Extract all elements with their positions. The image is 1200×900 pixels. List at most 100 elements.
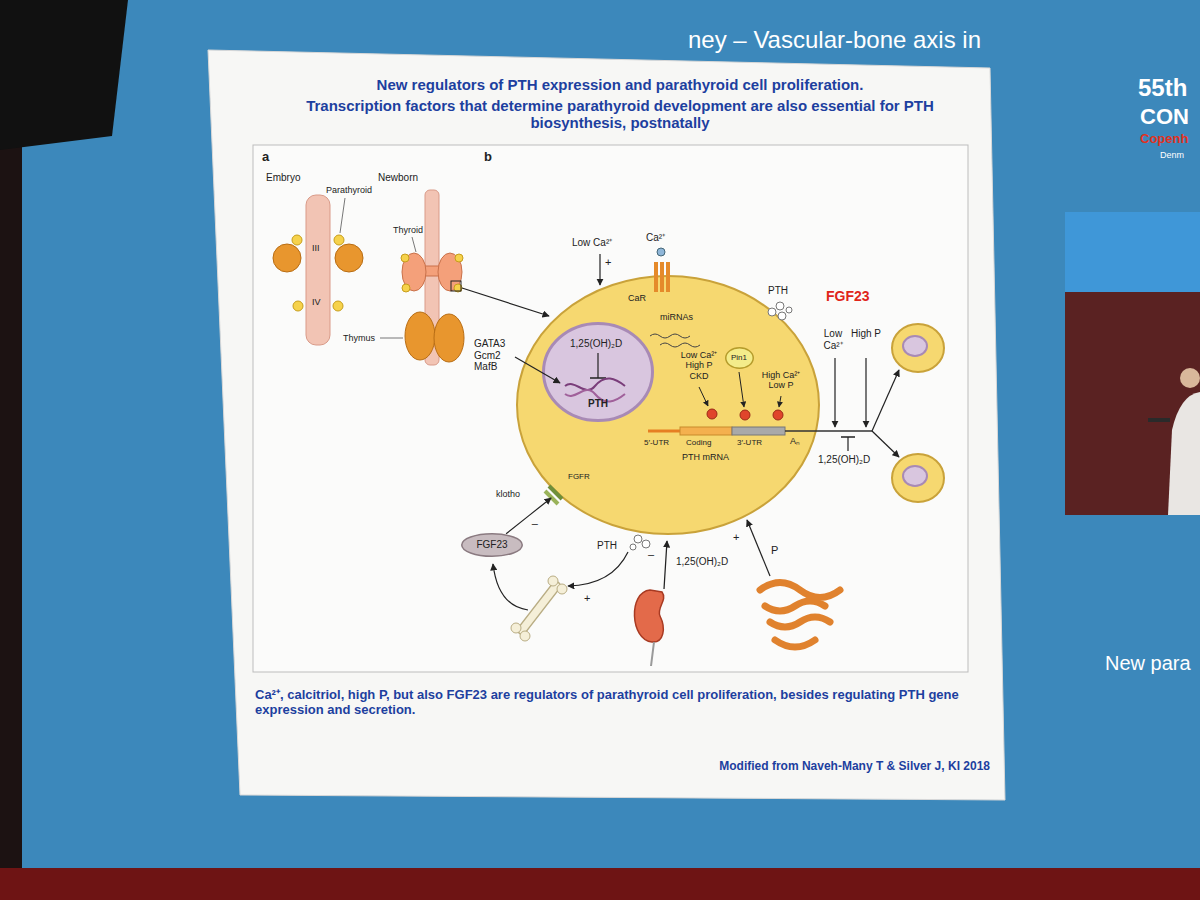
inhibition-line — [597, 353, 598, 378]
stimulus-arrow — [747, 520, 770, 576]
secretory-vesicle — [634, 535, 642, 543]
stimulus-arrow — [599, 254, 600, 285]
panel-letter: b — [484, 150, 492, 165]
dna-helix — [565, 390, 625, 402]
proliferation-arrow — [872, 431, 899, 457]
thymus-primordium — [273, 244, 301, 272]
slide-text: New para — [1105, 652, 1191, 675]
mrna-label: PTH mRNA — [682, 452, 729, 462]
inhibition-line — [847, 437, 848, 451]
inhibition-bar — [841, 436, 855, 438]
calcium-receptor — [656, 262, 668, 292]
zoom-box — [451, 281, 461, 291]
fgf23-oval-shape — [462, 534, 523, 557]
pharynx — [306, 195, 330, 345]
binding-protein — [773, 410, 783, 420]
thymus-primordium — [335, 244, 363, 272]
stimulus-label: Low Ca²⁺ — [818, 328, 848, 351]
stimulation-arrow — [568, 552, 628, 586]
mrna-region: 3′-UTR — [737, 438, 762, 447]
slide-heading: New regulators of PTH expression and par… — [290, 76, 950, 93]
hormone-label: 1,25(OH)₂D — [676, 556, 728, 568]
parathyroid-gland — [402, 284, 410, 292]
ion-label: P — [771, 544, 778, 557]
sign: + — [733, 531, 739, 544]
mirna-label: miRNAs — [660, 312, 693, 322]
figure-frame — [253, 145, 968, 672]
ion-label: Ca²⁺ — [646, 232, 665, 244]
secretory-vesicle — [630, 544, 636, 550]
slide-subheading: Transcription factors that determine par… — [290, 97, 950, 132]
slide-caption: Ca²⁺, calcitriol, high P, but also FGF23… — [255, 688, 990, 718]
receptor-label: FGFR — [568, 472, 590, 481]
sign: – — [532, 517, 538, 530]
nucleus-shape — [544, 324, 653, 421]
transcription-factors: GATA3 Gcm2 MafB — [474, 338, 514, 373]
mrna-region: 5′-UTR — [644, 438, 669, 447]
stimulus-label: High P — [851, 328, 881, 340]
slide-panel — [208, 50, 1005, 800]
stage-curtain — [0, 868, 1200, 900]
stimulus-arrow — [834, 358, 835, 427]
video-inset — [1065, 212, 1200, 515]
organ-label: Thyroid — [393, 225, 423, 235]
small-arrow — [739, 372, 744, 407]
receptor-label: klotho — [496, 489, 520, 499]
mrna-region: Coding — [686, 438, 711, 447]
binding-protein — [740, 410, 750, 420]
parathyroid-gland — [401, 254, 409, 262]
calcium-ion — [657, 248, 665, 256]
video-backdrop — [1065, 212, 1200, 292]
hormone-label: FGF23 — [476, 539, 507, 551]
ureter — [651, 642, 654, 666]
enzyme-label: Pin1 — [731, 353, 747, 362]
secretory-vesicle — [768, 308, 776, 316]
leader-line — [412, 237, 416, 252]
utr3-segment — [732, 427, 785, 435]
secretory-vesicle — [776, 302, 784, 310]
secretory-vesicle — [778, 312, 786, 320]
stimulus-label: High Ca²⁺ Low P — [756, 370, 806, 391]
parathyroid-primordium — [293, 301, 303, 311]
activation-arrow — [515, 357, 560, 383]
daughter-nucleus — [903, 336, 927, 356]
panel-letter: a — [262, 150, 269, 165]
organ-label: Thymus — [343, 333, 375, 343]
dark-corner — [0, 0, 128, 150]
stage-label: Embryo — [266, 172, 300, 184]
hormone-label: 1,25(OH)₂D — [570, 338, 622, 350]
leader-line — [380, 338, 403, 339]
sign: + — [584, 592, 590, 605]
hormone-label: FGF23 — [826, 288, 870, 304]
intestine — [760, 583, 840, 648]
proliferation-arrow — [872, 370, 899, 431]
pouch-number: III — [312, 243, 320, 253]
parathyroid-cell-shape — [517, 276, 819, 534]
daughter-nucleus — [903, 466, 927, 486]
fgf23-oval: FGF23 — [461, 533, 523, 557]
slide-title: ney – Vascular-bone axis in — [688, 26, 981, 54]
projection-screen — [22, 0, 1200, 868]
hormone-label: PTH — [597, 540, 617, 552]
mirna-strand — [660, 343, 700, 347]
sign: – — [648, 548, 654, 561]
zoom-arrow — [462, 288, 549, 316]
dna-helix — [565, 378, 625, 390]
mirna-strand — [650, 334, 690, 338]
bone-end — [557, 584, 567, 594]
coding-segment — [680, 427, 732, 435]
speaker-head — [1180, 368, 1200, 388]
stage-label: Newborn — [378, 172, 418, 184]
congress-logo: Denm — [1160, 150, 1184, 160]
polya-label: Aₙ — [790, 436, 800, 446]
thyroid-lobe — [438, 253, 462, 291]
receptor-label: CaR — [628, 293, 646, 303]
pin1-circle-shape — [725, 348, 753, 369]
parathyroid-primordium — [333, 301, 343, 311]
pin1-circle: Pin1 — [725, 347, 754, 369]
speaker-figure — [1168, 392, 1200, 515]
bone-end — [548, 576, 558, 586]
